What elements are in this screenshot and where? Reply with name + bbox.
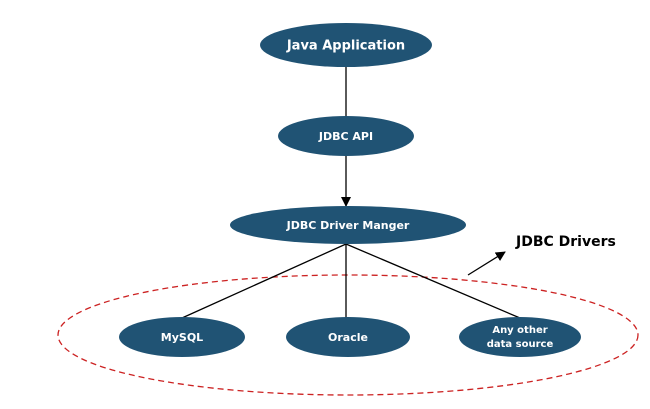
jdbc-api-shape xyxy=(278,116,414,156)
java-application-label: Java Application xyxy=(286,39,405,54)
node-jdbc-api: JDBC API xyxy=(278,116,414,156)
java-application-shape xyxy=(260,23,432,67)
oracle-shape xyxy=(286,317,410,357)
arrow-to-jdbc-drivers-label xyxy=(467,251,506,276)
node-any-other-data-source: Any other data source xyxy=(459,317,581,357)
drivers-group-outline xyxy=(57,274,639,396)
node-mysql: MySQL xyxy=(119,317,245,357)
any-other-label-line1: Any other xyxy=(492,325,547,336)
mysql-label: MySQL xyxy=(161,331,203,344)
connector-manager-to-other xyxy=(345,243,521,319)
oracle-label: Oracle xyxy=(328,331,368,344)
any-other-data-source-shape xyxy=(459,317,581,357)
any-other-label-line2: data source xyxy=(487,339,554,350)
driver-manager-shape xyxy=(230,206,466,244)
driver-manager-label: JDBC Driver Manger xyxy=(286,219,410,232)
node-oracle: Oracle xyxy=(286,317,410,357)
jdbc-drivers-label: JDBC Drivers xyxy=(515,234,616,250)
node-driver-manager: JDBC Driver Manger xyxy=(230,206,466,244)
mysql-shape xyxy=(119,317,245,357)
jdbc-api-label: JDBC API xyxy=(318,130,373,143)
node-java-application: Java Application xyxy=(260,23,432,67)
connector-manager-to-mysql xyxy=(181,243,347,319)
